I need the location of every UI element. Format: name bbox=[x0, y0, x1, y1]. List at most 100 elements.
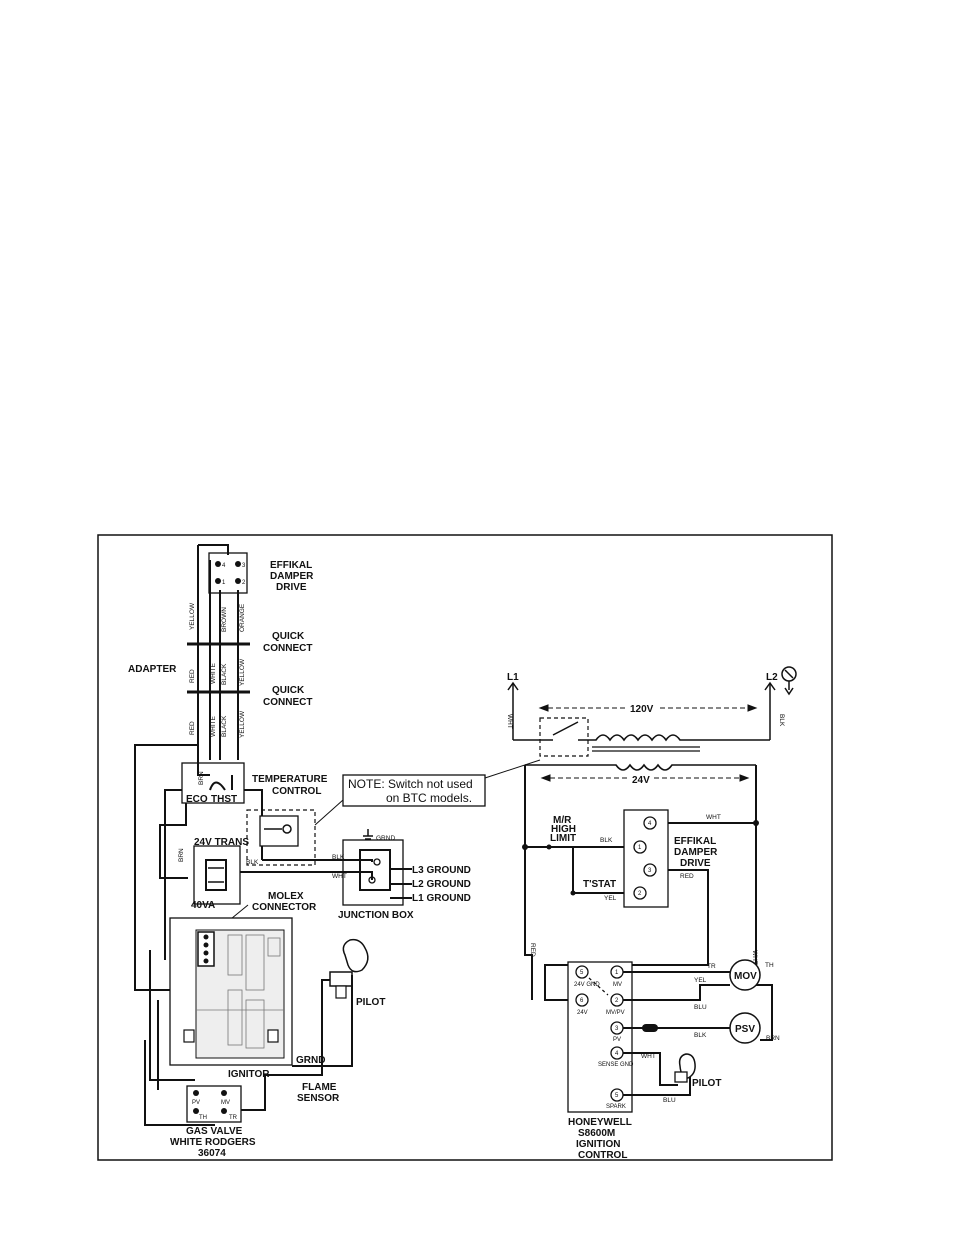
l2-arrow bbox=[764, 681, 776, 740]
trans-24v-label: 24V TRANS bbox=[194, 837, 249, 848]
wire-red-low: RED bbox=[189, 721, 196, 735]
vertical-wire-bundle bbox=[197, 544, 239, 760]
l1-label: L1 bbox=[507, 672, 519, 683]
mov-yel-label: YEL bbox=[694, 977, 707, 984]
l2-ground-label: L2 GROUND bbox=[412, 879, 471, 890]
junction-grnd-label: GRND bbox=[376, 835, 395, 842]
effikal-top-terminals bbox=[215, 561, 241, 584]
l2-blk-label: BLK bbox=[778, 714, 785, 727]
effikal-term-3: 3 bbox=[242, 563, 246, 569]
l2-ground-icon bbox=[781, 666, 797, 696]
mr-blk-label: BLK bbox=[600, 837, 613, 844]
wire-orange-top: ORANGE bbox=[239, 603, 246, 632]
right-pilot-label: PILOT bbox=[692, 1078, 721, 1089]
quick-connect-label-1b: CONNECT bbox=[263, 643, 312, 654]
mov-th-label: TH bbox=[765, 962, 774, 969]
effikal-right-t4: 4 bbox=[648, 821, 652, 827]
hw-left-6: 6 bbox=[580, 998, 584, 1004]
flame-sensor-label-2: SENSOR bbox=[297, 1093, 340, 1104]
junction-box-label: JUNCTION BOX bbox=[338, 910, 414, 921]
effikal-term-2: 2 bbox=[242, 580, 246, 586]
hw-right-3: 3 bbox=[615, 1026, 619, 1032]
flame-sensor-label-1: FLAME bbox=[302, 1082, 337, 1093]
switch-blk-label: BLK bbox=[246, 859, 259, 866]
mr-label-2: HIGH bbox=[551, 824, 576, 835]
quick-connect-label-1a: QUICK bbox=[272, 631, 305, 642]
l2-label: L2 bbox=[766, 672, 778, 683]
ground-symbol bbox=[363, 829, 373, 840]
transformer-box bbox=[193, 845, 241, 905]
wire-yellow-low: YELLOW bbox=[239, 710, 246, 738]
honeywell-label-4: CONTROL bbox=[578, 1150, 627, 1161]
hw-sub-spark: SPARK bbox=[606, 1104, 626, 1110]
hw-sub-mvpv: MV/PV bbox=[606, 1010, 625, 1016]
v24-label: 24V bbox=[632, 775, 650, 786]
right-switch-dashed bbox=[539, 717, 589, 757]
l1-ground-label: L1 GROUND bbox=[412, 893, 471, 904]
quick-connect-label-2a: QUICK bbox=[272, 685, 305, 696]
wire-white-low: WHITE bbox=[210, 715, 217, 737]
effikal-top-label-1: EFFIKAL bbox=[270, 560, 312, 571]
temp-brn-label: BRN bbox=[198, 771, 205, 785]
psv-blk-label: BLK bbox=[694, 1032, 707, 1039]
left-red-label: RED bbox=[529, 943, 536, 957]
right-transformer bbox=[513, 734, 770, 771]
hw-sub-24v: 24V bbox=[577, 1010, 588, 1016]
valve-mv: MV bbox=[221, 1100, 230, 1106]
l1-arrow bbox=[507, 681, 519, 740]
temperature-control-label-1: TEMPERATURE bbox=[252, 774, 328, 785]
wire-white-mid: WHITE bbox=[210, 662, 217, 684]
spark-blu-label: BLU bbox=[663, 1097, 676, 1104]
temperature-control-label-2: CONTROL bbox=[272, 786, 321, 797]
hw-sub-sensegnd: SENSE GND bbox=[598, 1062, 634, 1068]
hw-right-1: 1 bbox=[615, 970, 619, 976]
right-wht-label: WHT bbox=[751, 950, 758, 965]
eco-label: ECO bbox=[186, 794, 208, 805]
l3-ground-label: L3 GROUND bbox=[412, 865, 471, 876]
effikal-wht-label: WHT bbox=[706, 814, 721, 821]
effikal-right-label-2: DAMPER bbox=[674, 847, 718, 858]
psv-brn-label: BRN bbox=[766, 1035, 780, 1042]
effikal-top-label-3: DRIVE bbox=[276, 582, 307, 593]
gas-valve-label-3: 36074 bbox=[198, 1148, 226, 1159]
ignitor-label: IGNITOR bbox=[228, 1069, 270, 1080]
effikal-right-t2: 2 bbox=[638, 891, 642, 897]
hw-left-5: 5 bbox=[580, 970, 584, 976]
mov-tr-label: TR bbox=[707, 963, 716, 970]
wire-black-mid: BLACK bbox=[221, 663, 228, 685]
honeywell-label-3: IGNITION bbox=[576, 1139, 620, 1150]
effikal-red-label: RED bbox=[680, 873, 694, 880]
trans-40va-label: 40VA bbox=[191, 900, 215, 911]
valve-pv: PV bbox=[192, 1100, 200, 1106]
temperature-control-contacts bbox=[197, 760, 233, 791]
honeywell-label-1: HONEYWELL bbox=[568, 1117, 632, 1128]
effikal-top-label-2: DAMPER bbox=[270, 571, 314, 582]
mov-psv-wires bbox=[623, 971, 773, 1096]
effikal-term-4: 4 bbox=[222, 563, 226, 569]
mov-label: MOV bbox=[734, 971, 757, 982]
dim-24v bbox=[540, 774, 750, 782]
right-pilot-assembly bbox=[674, 1053, 696, 1083]
wire-black-low: BLACK bbox=[221, 715, 228, 737]
hw-sub-pv: PV bbox=[613, 1037, 621, 1043]
tstat-yel-label: YEL bbox=[604, 895, 617, 902]
junction-wires bbox=[240, 859, 412, 899]
gas-valve-label-2: WHITE RODGERS bbox=[170, 1137, 256, 1148]
l1-wht-label: WHT bbox=[506, 714, 513, 729]
hw-sub-24vgnd: 24V GND bbox=[574, 982, 600, 988]
left-pilot-label: PILOT bbox=[356, 997, 385, 1008]
honeywell-module bbox=[567, 961, 633, 1113]
tstat-label: T'STAT bbox=[583, 879, 616, 890]
grnd-label: GRND bbox=[296, 1055, 325, 1066]
molex-label-2: CONNECTOR bbox=[252, 902, 317, 913]
honeywell-label-2: S8600M bbox=[578, 1128, 615, 1139]
hw-right-4: 4 bbox=[615, 1051, 619, 1057]
wire-brown-top: BROWN bbox=[221, 607, 228, 632]
mv-blu-label: BLU bbox=[694, 1004, 707, 1011]
effikal-right-t3: 3 bbox=[648, 868, 652, 874]
wire-red-mid: RED bbox=[189, 669, 196, 683]
quick-connect-label-2b: CONNECT bbox=[263, 697, 312, 708]
psv-label: PSV bbox=[735, 1024, 755, 1035]
junction-wht-label: WHT bbox=[332, 873, 347, 880]
v120-label: 120V bbox=[630, 704, 654, 715]
